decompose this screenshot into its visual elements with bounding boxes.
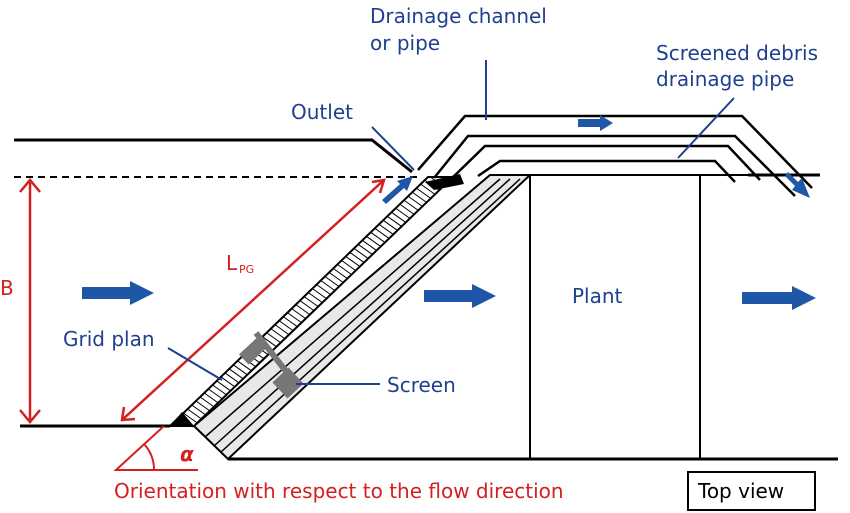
drainage-channel-pipe xyxy=(417,114,813,197)
grid-plan-foot xyxy=(170,412,194,426)
b-label: B xyxy=(0,276,14,300)
lpg-label: L xyxy=(226,251,238,275)
screen-label: Screen xyxy=(387,373,456,397)
lpg-subscript: PG xyxy=(239,263,254,276)
outlet-label: Outlet xyxy=(291,100,353,124)
grid-plan-head xyxy=(425,174,464,190)
upper-bank xyxy=(14,138,413,174)
b-dimension xyxy=(19,178,41,424)
right-arrow-icon xyxy=(82,281,154,305)
grid-plan-label: Grid plan xyxy=(63,327,155,351)
drainage-channel-label-2: or pipe xyxy=(370,31,440,55)
pipe-flow-arrow-icon xyxy=(578,115,613,131)
screened-debris-label: Screened debris xyxy=(656,41,818,65)
pipe-exit-arrow-icon xyxy=(785,172,810,198)
lpg-dimension xyxy=(120,178,386,422)
screen-mechanism xyxy=(238,331,304,399)
right-arrow-icon xyxy=(742,286,816,310)
top-view-box xyxy=(687,471,816,511)
plant-label: Plant xyxy=(572,284,623,308)
right-arrow-icon xyxy=(424,284,496,308)
alpha-angle xyxy=(113,425,198,471)
screen-panel xyxy=(192,174,533,461)
flow-arrows xyxy=(82,115,816,310)
screened-debris-label-2: drainage pipe xyxy=(656,67,794,91)
leader-outlet xyxy=(371,126,415,171)
outlet-arrow-icon xyxy=(382,176,413,204)
plant-house xyxy=(490,174,748,459)
leader-screened-debris xyxy=(677,97,735,159)
screen-device xyxy=(272,367,304,399)
leader-grid-plan xyxy=(167,347,223,381)
top-view-label: Top view xyxy=(697,479,784,503)
leader-lines xyxy=(167,60,735,385)
alpha-label: α xyxy=(180,442,194,466)
orientation-caption: Orientation with respect to the flow dir… xyxy=(114,479,564,503)
screened-debris-pipe xyxy=(447,144,761,183)
drainage-channel-label: Drainage channel xyxy=(370,4,547,28)
channel-banks xyxy=(14,138,838,461)
